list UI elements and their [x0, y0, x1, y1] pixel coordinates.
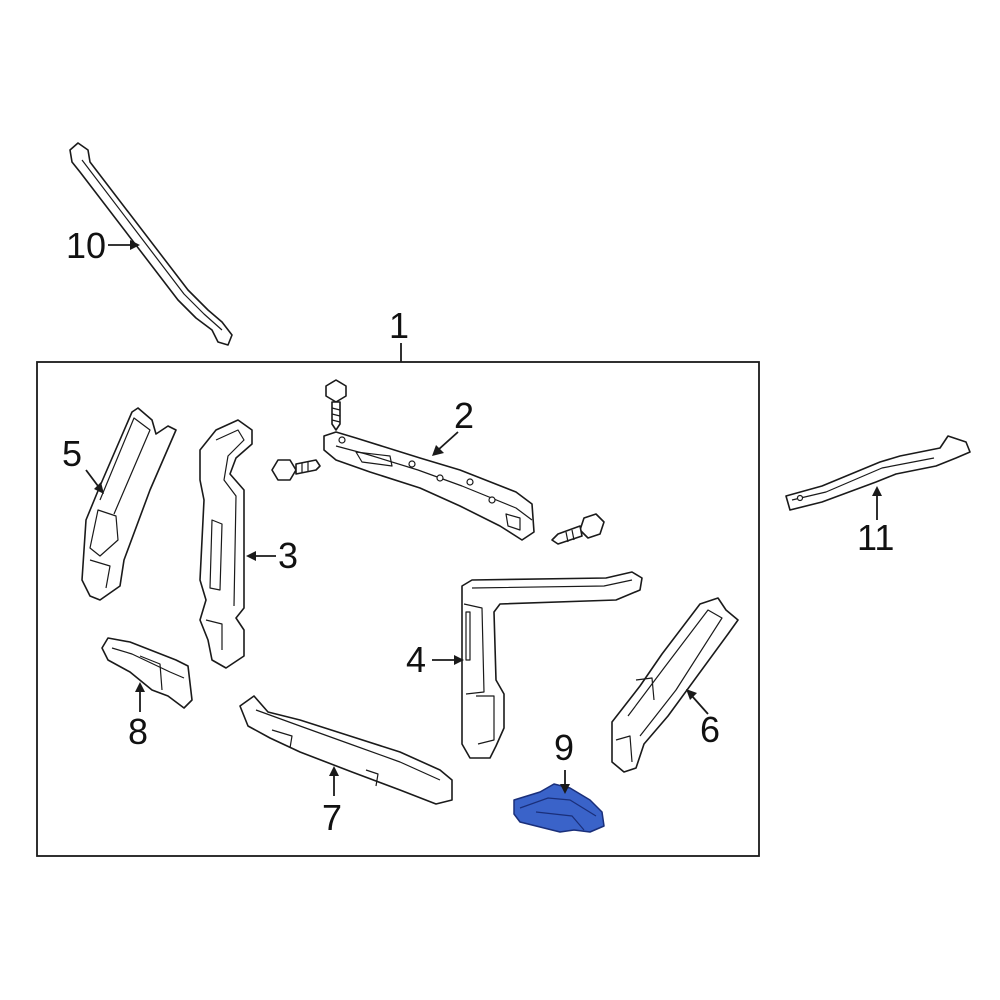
- callout-10-arrowhead: [130, 240, 140, 250]
- callout-5-arrowhead: [94, 482, 104, 494]
- callout-11-arrowhead: [872, 486, 882, 496]
- callout-11: 11: [857, 517, 894, 558]
- part-11-brace[interactable]: [785, 435, 971, 511]
- callout-8-arrowhead: [135, 682, 145, 692]
- part-10-brace[interactable]: [69, 142, 233, 346]
- part-11-hole: [796, 494, 804, 502]
- callout-4: 4: [406, 639, 426, 680]
- part-5-left-support[interactable]: [81, 407, 177, 601]
- part-2-hole: [408, 460, 416, 468]
- part-2-hole: [436, 474, 444, 482]
- callout-3: 3: [278, 535, 298, 576]
- callout-9-arrowhead: [560, 784, 570, 794]
- part-3-upright[interactable]: [199, 419, 253, 669]
- callout-8: 8: [128, 711, 148, 752]
- callout-2-arrowhead: [432, 445, 444, 456]
- part-2-hole: [488, 496, 496, 504]
- callout-9: 9: [554, 727, 574, 768]
- callout-5-leader: [85, 469, 99, 487]
- part-9-bracket-highlighted[interactable]: [513, 783, 605, 833]
- part-4-l-bracket[interactable]: [461, 571, 643, 759]
- callout-6-arrowhead: [686, 689, 697, 700]
- part-6-right-support[interactable]: [611, 597, 739, 773]
- part-9-body: [513, 783, 605, 833]
- part-2-hole: [466, 478, 474, 486]
- callout-1: 1: [389, 305, 409, 346]
- bolt-vertical[interactable]: [325, 379, 347, 431]
- part-2-upper-tie-bar[interactable]: [323, 431, 535, 541]
- callout-6-leader: [691, 695, 709, 715]
- bolt-left[interactable]: [271, 459, 321, 481]
- callout-6: 6: [700, 709, 720, 750]
- callout-5: 5: [62, 433, 82, 474]
- callout-7-arrowhead: [329, 766, 339, 776]
- callout-2: 2: [454, 395, 474, 436]
- part-8-bracket[interactable]: [101, 637, 193, 709]
- part-7-lower-tie-bar[interactable]: [239, 695, 453, 805]
- callout-7: 7: [322, 797, 342, 838]
- bolt-right[interactable]: [551, 513, 605, 545]
- callout-2-leader: [437, 431, 459, 451]
- callout-10: 10: [66, 225, 106, 266]
- part-2-hole: [338, 436, 346, 444]
- callout-3-arrowhead: [246, 551, 256, 561]
- callout-4-arrowhead: [454, 655, 464, 665]
- assembly-frame: [36, 361, 760, 857]
